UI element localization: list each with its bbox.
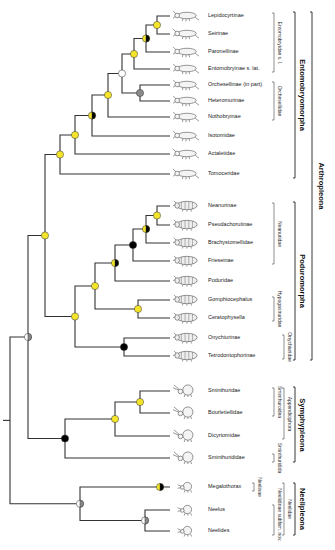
springtail-figure [173, 407, 193, 419]
group-label: Entomobryomorpha [298, 59, 306, 131]
taxon-label: Brachystomellidae [208, 240, 253, 246]
springtail-figure [173, 11, 199, 21]
taxon-label: Ceratophysella [208, 315, 245, 321]
taxon-label: Poduridae [208, 278, 233, 284]
clade-bracket-label: Neanuridae [277, 221, 282, 247]
springtail-figure [173, 47, 199, 57]
taxon-label: Neanurinae [208, 203, 236, 209]
springtail-figure [173, 430, 193, 442]
springtail-figure [178, 505, 192, 515]
springtail-figure [178, 526, 192, 536]
group-label: Poduromorpha [298, 254, 306, 308]
clade-bracket-label: Neelidinae subfam. nov. [277, 488, 282, 541]
clade-bracket-label: Onychiuridae [287, 332, 292, 361]
springtail-figure [173, 238, 197, 249]
springtail-figure [173, 452, 193, 464]
taxon-label: Frieseinae [208, 258, 234, 264]
taxon-label: Lepidocyrtinae [208, 13, 244, 19]
clade-bracket-label: Neelidae [287, 499, 292, 519]
group-label: Arthropleona [317, 162, 325, 209]
clade-bracket-label: Sminthuridida [277, 443, 282, 474]
taxon-label: Paronellinae [208, 49, 239, 55]
taxon-label: Neelides [208, 528, 229, 534]
taxon-label: Heteromurinae [208, 98, 244, 104]
taxon-label: Nothobryinae [208, 114, 241, 120]
taxon-label: Orchesellinae (in part) [208, 82, 262, 88]
springtail-figure [173, 256, 197, 267]
group-brackets [293, 12, 312, 535]
springtail-figure [173, 201, 197, 212]
clade-bracket-label: Orchesellidae [277, 86, 282, 117]
taxon-label: Tomoceridae [208, 171, 240, 177]
springtail-figure [173, 385, 193, 397]
springtail-figure [173, 169, 199, 179]
springtail-figure [173, 295, 197, 306]
support-markers [24, 21, 163, 524]
clade-bracket-label: Neelinae [257, 477, 262, 497]
springtail-figure [173, 276, 197, 287]
taxon-label: Isotomidae [208, 133, 235, 139]
taxon-label: Pseudachorutinae [208, 222, 252, 228]
springtail-figure [173, 64, 199, 74]
springtail-figure [178, 482, 192, 492]
taxon-label: Sminthuridae [208, 388, 240, 394]
springtail-figure [173, 96, 199, 106]
clade-bracket-label: Hypogastruridae [277, 291, 282, 328]
group-label: Neelipleona [298, 488, 306, 530]
clade-bracket-label: Appendiciphora [287, 396, 292, 431]
tree-branches [3, 16, 170, 531]
springtail-figure [173, 29, 199, 39]
springtail-figure [173, 80, 199, 90]
taxon-label: Dicyrtomidae [208, 433, 240, 439]
springtail-figure [173, 131, 199, 141]
springtail-figure [173, 333, 197, 344]
taxon-label: Entomobryinae s. lat. [208, 66, 260, 72]
taxon-label: Bourletiellidae [208, 410, 243, 416]
clade-bracket-label: Sminthuroidea [277, 386, 282, 418]
taxon-label: Gomphiocephalus [208, 297, 252, 303]
group-label: Symphypleona [298, 398, 306, 451]
taxon-label: Actaletidae [208, 151, 235, 157]
taxon-label: Sminthurididae [208, 455, 245, 461]
springtail-figure [173, 112, 199, 122]
taxon-label: Tetrodontophorinae [208, 353, 255, 359]
springtail-figure [173, 149, 199, 159]
springtail-figure [173, 220, 197, 231]
taxon-label: Neelus [208, 507, 225, 513]
taxon-label: Megalothorax [208, 484, 241, 490]
springtail-figure [173, 351, 197, 362]
taxon-label: Onychiurinae [208, 335, 240, 341]
springtail-figure [173, 313, 197, 324]
springtail-illustrations [173, 11, 199, 537]
clade-brackets [252, 13, 284, 535]
clade-bracket-label: Entomobryidae s. l. [277, 21, 282, 64]
taxon-label: Seirinae [208, 31, 228, 37]
